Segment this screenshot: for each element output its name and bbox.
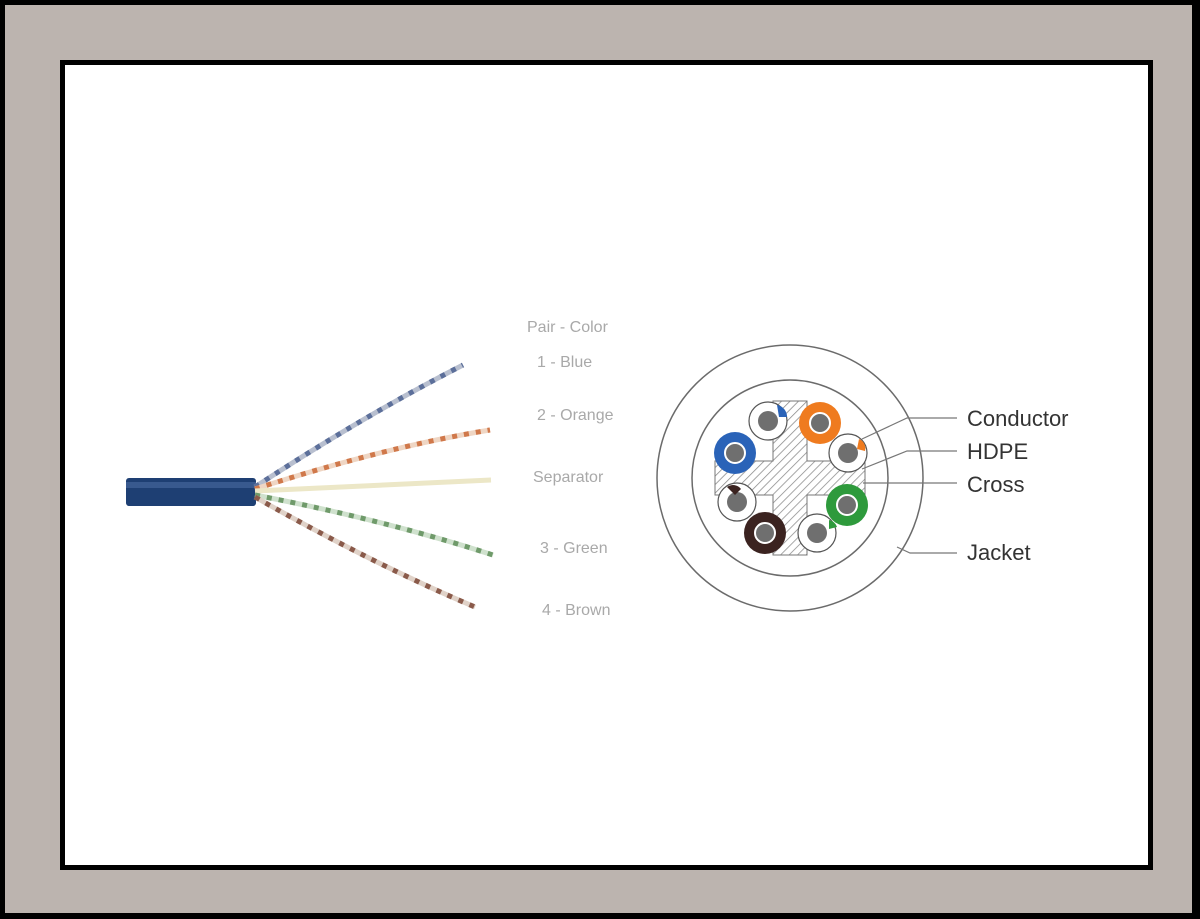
callout-jacket: Jacket (967, 540, 1031, 565)
callout-cross: Cross (967, 472, 1024, 497)
pair-blue (714, 401, 788, 474)
wire-brown-pair (253, 494, 476, 610)
legend-heading: Pair - Color (527, 319, 609, 336)
callout-hdpe: HDPE (967, 439, 1028, 464)
cross-separator (714, 400, 866, 556)
cable-diagram: Pair - Color 1 - Blue 2 - Orange Separat… (126, 319, 1069, 619)
pair-brown (717, 482, 786, 554)
legend-item-orange: 2 - Orange (537, 407, 614, 424)
callout-labels: Conductor HDPE Cross Jacket (967, 406, 1069, 565)
legend-item-separator: Separator (533, 469, 604, 486)
callout-leaders (861, 417, 957, 554)
wire-separator (254, 477, 492, 494)
outer-frame: Pair - Color 1 - Blue 2 - Orange Separat… (5, 5, 1192, 913)
diagram-panel: Pair - Color 1 - Blue 2 - Orange Separat… (60, 60, 1153, 870)
pair-orange (799, 402, 868, 473)
wire-orange-pair (254, 427, 491, 492)
legend-item-blue: 1 - Blue (537, 354, 592, 371)
pair-color-legend: Pair - Color 1 - Blue 2 - Orange Separat… (527, 319, 614, 619)
cable-cross-section (656, 344, 924, 612)
legend-item-green: 3 - Green (540, 540, 608, 557)
stripped-cable (126, 362, 494, 610)
wire-green-pair (254, 492, 494, 558)
callout-conductor: Conductor (967, 406, 1069, 431)
legend-item-brown: 4 - Brown (542, 602, 610, 619)
pair-green (797, 484, 868, 553)
wire-blue-pair (253, 362, 465, 490)
